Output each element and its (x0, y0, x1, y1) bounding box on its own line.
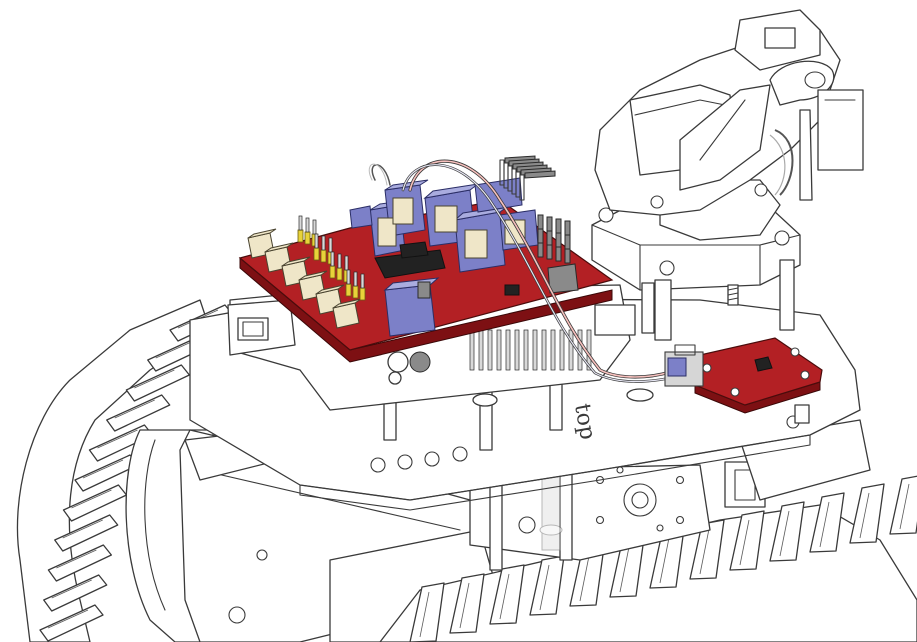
arduino-pin (505, 329, 511, 371)
header-pin (546, 244, 553, 260)
screw-bolt (727, 284, 810, 424)
right-track-treads (409, 475, 917, 642)
terminal-blocks (247, 228, 362, 329)
tread-link (809, 492, 845, 553)
tread-link (409, 582, 445, 642)
header-pin (320, 249, 327, 263)
tread-link (769, 501, 805, 562)
arduino-pin (532, 329, 538, 371)
platform-label-top: top (569, 402, 600, 442)
tread-link (849, 483, 885, 544)
header-pin (546, 216, 553, 232)
sensor-module (664, 337, 823, 414)
arduino-pin (559, 329, 565, 371)
yellow-header-pins (297, 215, 366, 301)
tread-link (689, 519, 725, 580)
sensor-wires (368, 159, 672, 383)
header-pin (546, 230, 553, 246)
right-header-pins (537, 214, 571, 264)
arduino-pin (496, 329, 502, 371)
ribbon-strip (524, 170, 556, 179)
tread-link (62, 484, 128, 522)
header-pin (564, 248, 571, 264)
header-pin (313, 247, 320, 261)
arduino-pin (487, 329, 493, 371)
tread-link (449, 573, 485, 634)
header-pin (329, 265, 336, 279)
arduino-pin (568, 329, 574, 371)
arduino-pin (541, 329, 547, 371)
tread-link (889, 475, 917, 535)
header-pin (537, 214, 544, 230)
center-bracket (469, 419, 871, 571)
arduino-pin (550, 329, 556, 371)
ribbon-connector (499, 155, 556, 201)
header-pin (359, 287, 366, 301)
header-pin (352, 285, 359, 299)
tread-link (106, 394, 171, 432)
tread-link (43, 574, 108, 612)
sensor-shield (238, 155, 614, 363)
tread-link (47, 544, 113, 582)
header-pin (297, 229, 304, 243)
arduino-header-pins (469, 329, 592, 371)
left-track-treads (39, 304, 234, 642)
tread-link (54, 514, 119, 552)
header-pin (304, 231, 311, 245)
header-pin (336, 267, 343, 281)
header-pin (564, 234, 571, 250)
tread-link (39, 604, 104, 642)
header-pin (564, 220, 571, 236)
tread-link (729, 510, 765, 571)
header-pin (537, 228, 544, 244)
header-pin (345, 283, 352, 297)
header-pin (537, 242, 544, 258)
arduino-pin (514, 329, 520, 371)
pan-tilt-mount (591, 9, 864, 341)
arduino-pin (523, 329, 529, 371)
header-pin (555, 246, 562, 262)
arduino-pin (478, 329, 484, 371)
header-pin (555, 218, 562, 234)
tread-link (489, 564, 525, 625)
right-track (379, 475, 917, 642)
header-pin (555, 232, 562, 248)
arduino-pin (469, 329, 475, 371)
